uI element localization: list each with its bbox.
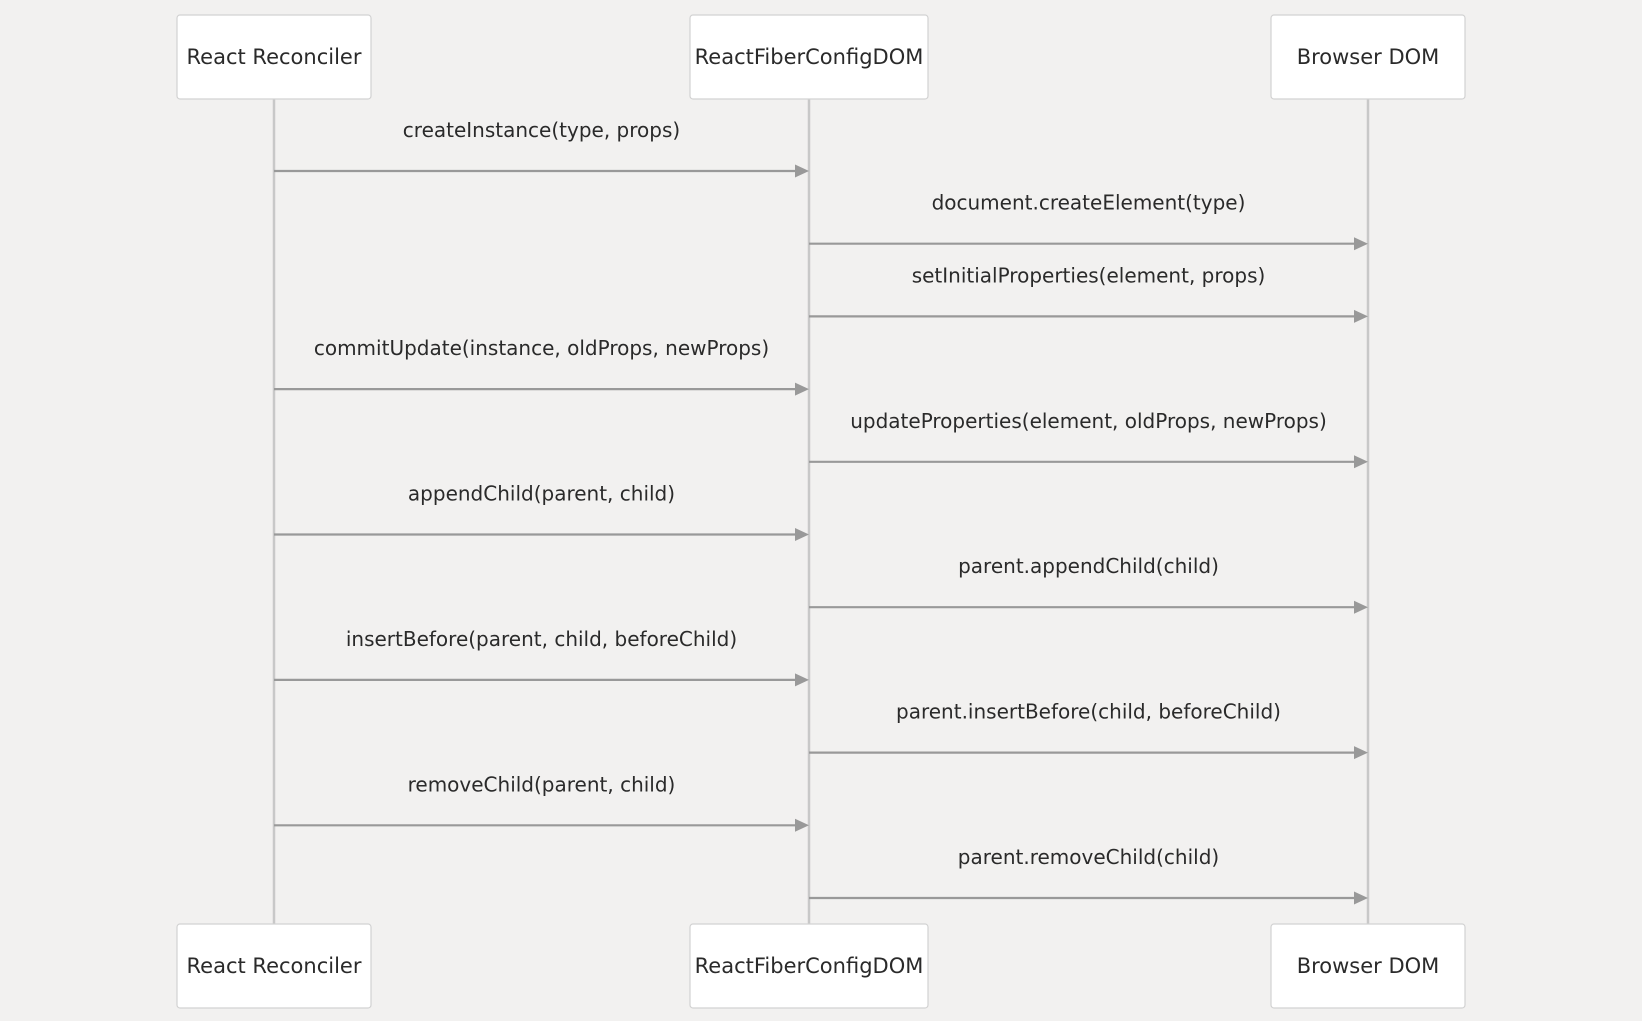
message-9: parent.insertBefore(child, beforeChild) [809,700,1368,760]
message-label: document.createElement(type) [932,191,1246,215]
message-2: document.createElement(type) [809,191,1368,251]
message-label: appendChild(parent, child) [408,482,675,506]
actor-label: React Reconciler [187,954,362,978]
actor-reconciler-top: React Reconciler [176,14,372,100]
message-label: createInstance(type, props) [403,118,680,142]
message-label: parent.insertBefore(child, beforeChild) [896,700,1281,724]
arrowhead-icon [795,382,809,396]
actor-label: Browser DOM [1297,954,1440,978]
actor-box [1270,14,1466,100]
message-8: insertBefore(parent, child, beforeChild) [274,627,809,687]
actor-box [1270,923,1466,1009]
actor-label: ReactFiberConfigDOM [695,45,924,69]
messages: createInstance(type, props) document.crea… [274,118,1368,905]
arrowhead-icon [795,164,809,178]
actor-box [689,923,929,1009]
message-label: removeChild(parent, child) [408,772,676,796]
message-label: setInitialProperties(element, props) [912,263,1266,287]
actor-dom-bottom: Browser DOM [1270,923,1466,1009]
actor-label: Browser DOM [1297,45,1440,69]
arrowhead-icon [1354,309,1368,323]
arrowhead-icon [1354,237,1368,251]
message-label: parent.removeChild(child) [958,845,1219,869]
message-7: parent.appendChild(child) [809,554,1368,614]
actor-reconciler-bottom: React Reconciler [176,923,372,1009]
actor-label: ReactFiberConfigDOM [695,954,924,978]
arrowhead-icon [1354,455,1368,469]
message-4: commitUpdate(instance, oldProps, newProp… [274,336,809,396]
actor-box [176,923,372,1009]
message-3: setInitialProperties(element, props) [809,263,1368,323]
message-10: removeChild(parent, child) [274,772,809,832]
arrowhead-icon [795,673,809,687]
message-1: createInstance(type, props) [274,118,809,178]
actor-label: React Reconciler [187,45,362,69]
message-label: parent.appendChild(child) [958,554,1219,578]
arrowhead-icon [795,528,809,541]
message-label: commitUpdate(instance, oldProps, newProp… [314,336,769,360]
arrowhead-icon [1354,891,1368,905]
message-11: parent.removeChild(child) [809,845,1368,905]
arrowhead-icon [1354,746,1368,760]
actor-config-bottom: ReactFiberConfigDOM [689,923,929,1009]
arrowhead-icon [795,818,809,832]
message-6: appendChild(parent, child) [274,482,809,541]
actor-dom-top: Browser DOM [1270,14,1466,100]
message-label: updateProperties(element, oldProps, newP… [850,409,1327,433]
arrowhead-icon [1354,600,1368,614]
actor-box [689,14,929,100]
actor-config-top: ReactFiberConfigDOM [689,14,929,100]
actor-box [176,14,372,100]
message-label: insertBefore(parent, child, beforeChild) [346,627,737,651]
message-5: updateProperties(element, oldProps, newP… [809,409,1368,469]
lifelines [272,99,1370,924]
